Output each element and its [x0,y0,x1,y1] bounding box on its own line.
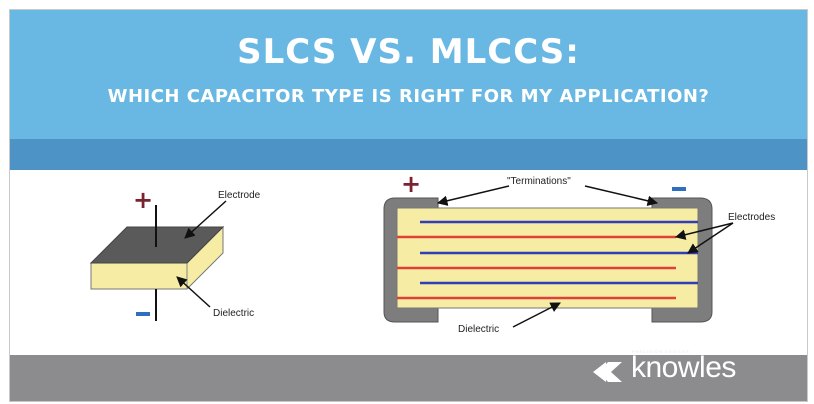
mlcc-plus-sign: + [401,170,421,198]
mlcc-termination-arrow-left [436,185,510,206]
page-subtitle: WHICH CAPACITOR TYPE IS RIGHT FOR MY APP… [107,86,710,107]
mlcc-dielectric-arrow [512,302,561,328]
slc-electrode-label: Electrode [218,190,261,201]
mlcc-dielectric-label: Dielectric [458,324,499,335]
page-title: SLCS VS. MLCCS: [237,32,580,72]
slc-dielectric-label: Dielectric [213,308,254,319]
slc-minus-sign [136,312,150,316]
mlcc-electrodes-arrow-upper [674,222,734,240]
mlcc-dielectric-body [396,207,699,309]
mlcc-terminations-label: "Terminations" [507,176,571,187]
logo-k-icon [599,362,622,382]
knowles-logo-mark [593,362,622,382]
mlcc-minus-sign [672,187,686,191]
header-banner [10,10,807,139]
slc-plus-sign: + [133,186,153,214]
slc-electrode-arrow [184,200,227,239]
card-frame: SLCS VS. MLCCS: WHICH CAPACITOR TYPE IS … [9,9,808,402]
mlcc-electrodes-arrow-lower [687,222,734,254]
mlcc-termination-arrow-right [584,185,659,206]
footer-bar [10,355,807,401]
mlcc-electrodes-label: Electrodes [728,212,775,223]
brand-wordmark: knowles [631,351,736,384]
slc-dielectric-arrow [176,276,211,308]
header-band [10,139,807,170]
brand-tagline: PRECISION DEVICES [632,349,690,354]
mlcc-diagram: + "Terminations" Electrodes Dielectric [383,170,775,335]
slc-diagram: + Electrode Dielectric [89,186,261,321]
